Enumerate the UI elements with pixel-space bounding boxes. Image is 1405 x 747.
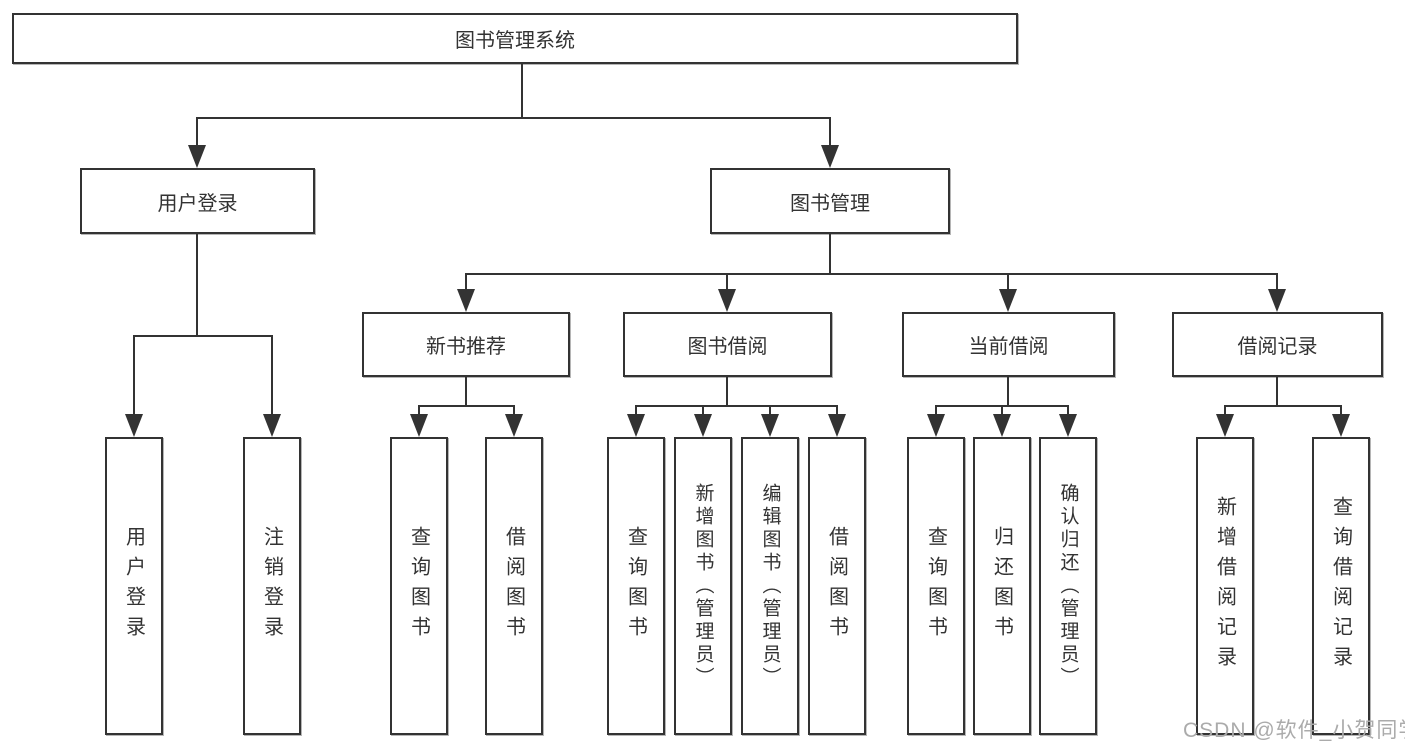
connector-stem bbox=[1007, 377, 1009, 407]
leaf-edit-book-admin: 编辑图书（管理员） bbox=[741, 437, 799, 735]
leaf-borrowing-query-book-label: 查询图书 bbox=[624, 526, 647, 646]
connector-drop bbox=[935, 405, 937, 417]
connector-drop bbox=[1340, 405, 1342, 417]
leaf-current-query-book: 查询图书 bbox=[907, 437, 965, 735]
arrow-down-icon bbox=[457, 289, 475, 312]
connector-drop bbox=[513, 405, 515, 417]
arrow-down-icon bbox=[410, 414, 428, 437]
arrow-down-icon bbox=[1332, 414, 1350, 437]
node-user-login-label: 用户登录 bbox=[157, 192, 238, 215]
connector-drop bbox=[829, 117, 831, 149]
connector-drop bbox=[1067, 405, 1069, 417]
leaf-recommend-borrow-book: 借阅图书 bbox=[485, 437, 543, 735]
node-borrow-records: 借阅记录 bbox=[1172, 312, 1383, 377]
node-current-borrowing-label: 当前借阅 bbox=[968, 336, 1049, 358]
arrow-down-icon bbox=[828, 414, 846, 437]
leaf-return-book: 归还图书 bbox=[973, 437, 1031, 735]
connector-bar bbox=[133, 335, 273, 337]
node-book-borrowing-label: 图书借阅 bbox=[687, 336, 768, 358]
node-root-label: 图书管理系统 bbox=[455, 30, 575, 52]
connector-drop bbox=[418, 405, 420, 417]
connector-stem bbox=[829, 234, 831, 275]
leaf-query-borrow-record-label: 查询借阅记录 bbox=[1329, 496, 1352, 676]
connector-drop bbox=[465, 273, 467, 291]
connector-drop bbox=[726, 273, 728, 291]
connector-drop bbox=[196, 117, 198, 149]
leaf-edit-book-admin-label: 编辑图书（管理员） bbox=[759, 482, 781, 690]
connector-drop bbox=[1224, 405, 1226, 417]
leaf-borrowing-query-book: 查询图书 bbox=[607, 437, 665, 735]
connector-drop bbox=[635, 405, 637, 417]
node-new-book-recommend: 新书推荐 bbox=[362, 312, 570, 377]
node-new-book-recommend-label: 新书推荐 bbox=[426, 336, 506, 358]
connector-root-stem bbox=[521, 64, 523, 118]
connector-stem bbox=[726, 377, 728, 407]
leaf-add-book-admin-label: 新增图书（管理员） bbox=[692, 482, 714, 690]
connector-drop bbox=[1007, 273, 1009, 291]
connector-drop bbox=[836, 405, 838, 417]
connector-stem bbox=[1276, 377, 1278, 407]
connector-bar bbox=[465, 273, 1278, 275]
arrow-down-icon bbox=[1216, 414, 1234, 437]
arrow-down-icon bbox=[993, 414, 1011, 437]
node-book-management-label: 图书管理 bbox=[790, 192, 870, 215]
arrow-down-icon bbox=[125, 414, 143, 437]
arrow-down-icon bbox=[694, 414, 712, 437]
connector-drop bbox=[133, 335, 135, 417]
leaf-borrowing-borrow-book-label: 借阅图书 bbox=[825, 526, 848, 646]
leaf-recommend-query-book-label: 查询图书 bbox=[407, 526, 430, 646]
node-book-borrowing: 图书借阅 bbox=[623, 312, 832, 377]
node-book-management: 图书管理 bbox=[710, 168, 950, 234]
connector-bar bbox=[635, 405, 838, 407]
leaf-recommend-query-book: 查询图书 bbox=[390, 437, 448, 735]
leaf-logout: 注销登录 bbox=[243, 437, 301, 735]
connector-stem bbox=[196, 234, 198, 337]
connector-drop bbox=[702, 405, 704, 417]
leaf-user-login: 用户登录 bbox=[105, 437, 163, 735]
node-borrow-records-label: 借阅记录 bbox=[1237, 336, 1318, 358]
node-root: 图书管理系统 bbox=[12, 13, 1018, 64]
arrow-down-icon bbox=[263, 414, 281, 437]
connector-drop bbox=[1001, 405, 1003, 417]
arrow-down-icon bbox=[927, 414, 945, 437]
connector-drop bbox=[271, 335, 273, 417]
arrow-down-icon bbox=[999, 289, 1017, 312]
leaf-confirm-return-admin-label: 确认归还（管理员） bbox=[1057, 482, 1079, 690]
arrow-down-icon bbox=[1059, 414, 1077, 437]
leaf-recommend-borrow-book-label: 借阅图书 bbox=[502, 526, 525, 646]
arrow-down-icon bbox=[1268, 289, 1286, 312]
arrow-down-icon bbox=[821, 145, 839, 168]
leaf-return-book-label: 归还图书 bbox=[990, 526, 1013, 646]
connector-root-bar bbox=[196, 117, 831, 119]
connector-bar bbox=[1224, 405, 1342, 407]
node-current-borrowing: 当前借阅 bbox=[902, 312, 1115, 377]
connector-stem bbox=[465, 377, 467, 407]
arrow-down-icon bbox=[188, 145, 206, 168]
arrow-down-icon bbox=[627, 414, 645, 437]
arrow-down-icon bbox=[505, 414, 523, 437]
leaf-user-login-label: 用户登录 bbox=[122, 526, 145, 646]
connector-drop bbox=[769, 405, 771, 417]
leaf-add-book-admin: 新增图书（管理员） bbox=[674, 437, 732, 735]
csdn-watermark: CSDN @软件_小贺同学 bbox=[1183, 719, 1405, 742]
arrow-down-icon bbox=[718, 289, 736, 312]
connector-bar bbox=[418, 405, 515, 407]
leaf-logout-label: 注销登录 bbox=[260, 526, 283, 646]
node-user-login: 用户登录 bbox=[80, 168, 315, 234]
leaf-add-borrow-record-label: 新增借阅记录 bbox=[1213, 496, 1236, 676]
leaf-borrowing-borrow-book: 借阅图书 bbox=[808, 437, 866, 735]
connector-drop bbox=[1276, 273, 1278, 291]
arrow-down-icon bbox=[761, 414, 779, 437]
leaf-add-borrow-record: 新增借阅记录 bbox=[1196, 437, 1254, 735]
leaf-confirm-return-admin: 确认归还（管理员） bbox=[1039, 437, 1097, 735]
leaf-query-borrow-record: 查询借阅记录 bbox=[1312, 437, 1370, 735]
leaf-current-query-book-label: 查询图书 bbox=[924, 526, 947, 646]
